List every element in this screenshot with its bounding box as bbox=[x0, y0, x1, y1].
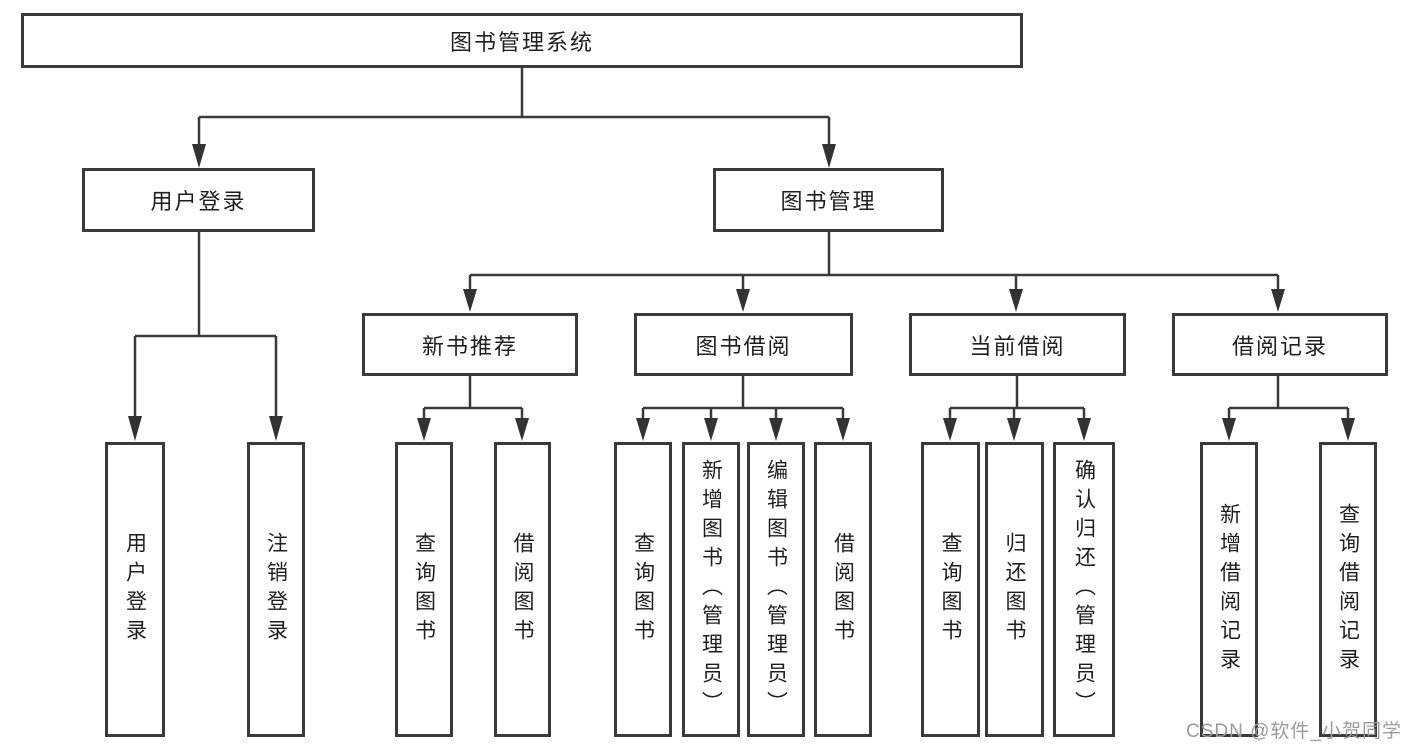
node-label: 用户登录 bbox=[150, 189, 247, 214]
node-label: 用户登录 bbox=[123, 531, 147, 648]
leaf-query-borrow-record: 查询借阅记录 bbox=[1319, 442, 1377, 737]
node-label: 图书借阅 bbox=[695, 333, 792, 359]
node-label: 确认归还（管理员） bbox=[1072, 459, 1096, 720]
leaf-return-books: 归还图书 bbox=[985, 442, 1044, 737]
node-label: 新书推荐 bbox=[421, 333, 518, 359]
leaf-query-books-current: 查询图书 bbox=[921, 442, 980, 737]
leaf-add-books-admin: 新增图书（管理员） bbox=[682, 442, 740, 737]
node-label: 图书管理系统 bbox=[449, 29, 594, 55]
leaf-add-borrow-record: 新增借阅记录 bbox=[1200, 442, 1258, 737]
node-book-borrowing: 图书借阅 bbox=[634, 313, 853, 376]
node-label: 新增图书（管理员） bbox=[699, 459, 723, 720]
node-current-borrowing: 当前借阅 bbox=[909, 313, 1126, 376]
node-book-management: 图书管理 bbox=[713, 168, 944, 232]
node-label: 查询借阅记录 bbox=[1336, 502, 1360, 677]
node-label: 注销登录 bbox=[264, 531, 288, 648]
leaf-borrow-books-recommend: 借阅图书 bbox=[494, 442, 551, 737]
node-label: 借阅图书 bbox=[511, 531, 534, 648]
node-label: 归还图书 bbox=[1003, 531, 1026, 648]
node-label: 当前借阅 bbox=[969, 333, 1066, 359]
node-library-management-system: 图书管理系统 bbox=[21, 13, 1023, 68]
node-label: 图书管理 bbox=[780, 189, 877, 214]
node-new-book-recommend: 新书推荐 bbox=[362, 313, 578, 376]
leaf-query-books-borrowing: 查询图书 bbox=[614, 442, 672, 737]
node-label: 借阅记录 bbox=[1231, 333, 1328, 359]
node-label: 借阅图书 bbox=[831, 531, 855, 648]
node-user-login: 用户登录 bbox=[82, 168, 315, 232]
leaf-query-books-recommend: 查询图书 bbox=[395, 442, 453, 737]
leaf-confirm-return-admin: 确认归还（管理员） bbox=[1053, 442, 1115, 737]
node-label: 编辑图书（管理员） bbox=[764, 459, 788, 720]
csdn-watermark: CSDN @软件_小贺同学 bbox=[1186, 721, 1402, 742]
arrowheads bbox=[128, 144, 1355, 441]
node-label: 查询图书 bbox=[939, 531, 962, 648]
leaf-edit-books-admin: 编辑图书（管理员） bbox=[747, 442, 805, 737]
node-borrowing-records: 借阅记录 bbox=[1172, 313, 1388, 376]
node-label: 新增借阅记录 bbox=[1217, 502, 1241, 677]
leaf-user-login: 用户登录 bbox=[105, 442, 165, 737]
node-label: 查询图书 bbox=[631, 531, 655, 648]
leaf-borrow-books: 借阅图书 bbox=[814, 442, 872, 737]
node-label: 查询图书 bbox=[412, 531, 436, 648]
leaf-logout: 注销登录 bbox=[247, 442, 305, 737]
